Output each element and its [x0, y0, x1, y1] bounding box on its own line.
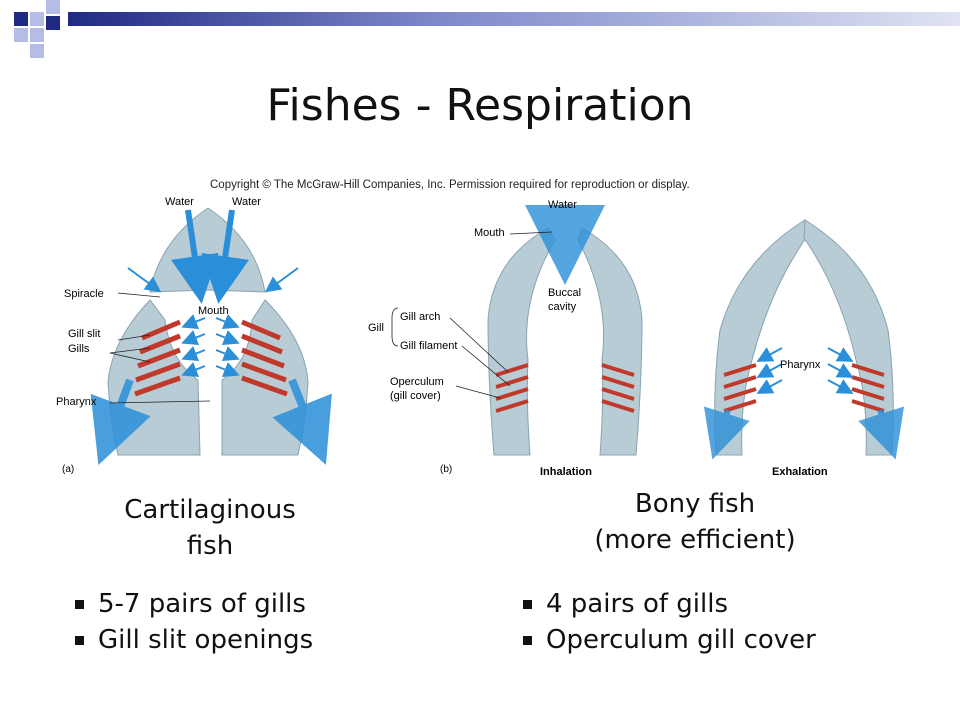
left-bullet-2: Gill slit openings	[72, 622, 313, 658]
spiracle-arrow-left	[127, 267, 162, 293]
inhalation-right-wall	[577, 227, 643, 456]
panel-b-leader-lines	[449, 231, 553, 399]
right-subtitle: Bony fish (more efficient)	[540, 486, 850, 558]
inhalation-left-wall	[487, 227, 556, 456]
panel-b-letter: (b)	[440, 464, 452, 475]
shark-right-body	[221, 299, 309, 456]
label-exhalation: Exhalation	[772, 466, 828, 478]
inhalation-gills	[495, 363, 635, 413]
label-gill: Gill	[368, 322, 384, 334]
decor-header-bar	[68, 12, 960, 26]
shark-gills-right	[241, 319, 288, 397]
right-bullet-list: 4 pairs of gills Operculum gill cover	[520, 586, 816, 658]
label-gill-filament: Gill filament	[400, 340, 457, 352]
shark-outflow-left	[90, 378, 151, 465]
label-inhalation: Inhalation	[540, 466, 592, 478]
exhalation-outflow-right	[858, 406, 905, 460]
label-gills: Gills	[68, 343, 90, 355]
panel-a-leader-lines	[109, 292, 211, 404]
left-subtitle-line-2: fish	[186, 531, 234, 561]
label-gill-cover: (gill cover)	[390, 390, 441, 402]
left-subtitle: Cartilaginous fish	[90, 492, 330, 564]
panel-a-shark: Water Water Spiracle Mouth Gill slit Gil…	[56, 196, 332, 475]
label-buccal: Buccal	[548, 287, 581, 299]
label-gill-arch: Gill arch	[400, 311, 440, 323]
exhalation-outflow-left	[703, 406, 750, 460]
slide-title: Fishes - Respiration	[266, 80, 694, 131]
label-pharynx-a: Pharynx	[56, 396, 97, 408]
left-bullet-1: 5-7 pairs of gills	[72, 586, 313, 622]
label-water-left: Water	[165, 196, 194, 208]
decor-squares	[0, 0, 80, 60]
right-bullet-2: Operculum gill cover	[520, 622, 816, 658]
label-pharynx-b: Pharynx	[780, 359, 821, 371]
exhalation-flow-arrows	[756, 347, 854, 394]
label-water-right: Water	[232, 196, 261, 208]
label-gill-slit: Gill slit	[68, 328, 100, 340]
shark-outflow-right	[272, 378, 332, 465]
gill-brace	[391, 307, 399, 347]
label-cavity: cavity	[548, 301, 577, 313]
right-subtitle-line-1: Bony fish	[634, 489, 756, 519]
left-bullet-list: 5-7 pairs of gills Gill slit openings	[72, 586, 313, 658]
label-mouth-b: Mouth	[474, 227, 505, 239]
shark-left-body	[107, 299, 201, 456]
panel-a-letter: (a)	[62, 464, 74, 475]
spiracle-arrow-right	[264, 267, 299, 293]
water-channel-right-arrow	[201, 209, 249, 304]
exhalation-left-wall	[714, 219, 807, 456]
exhalation-gills	[723, 363, 885, 413]
water-channel-left-arrow	[171, 209, 219, 304]
label-water-b: Water	[548, 199, 577, 211]
shark-head-tissue	[149, 207, 266, 293]
label-mouth-a: Mouth	[198, 305, 229, 317]
label-operculum: Operculum	[390, 376, 444, 388]
shark-flow-arrows	[181, 314, 240, 377]
left-subtitle-line-1: Cartilaginous	[124, 495, 296, 525]
right-bullet-1: 4 pairs of gills	[520, 586, 816, 622]
panel-b-bony-fish: Water Mouth Buccal cavity Gill Gill arch…	[368, 199, 905, 478]
right-subtitle-line-2: (more efficient)	[594, 525, 796, 555]
copyright-note: Copyright © The McGraw-Hill Companies, I…	[210, 179, 690, 191]
label-spiracle: Spiracle	[64, 288, 104, 300]
